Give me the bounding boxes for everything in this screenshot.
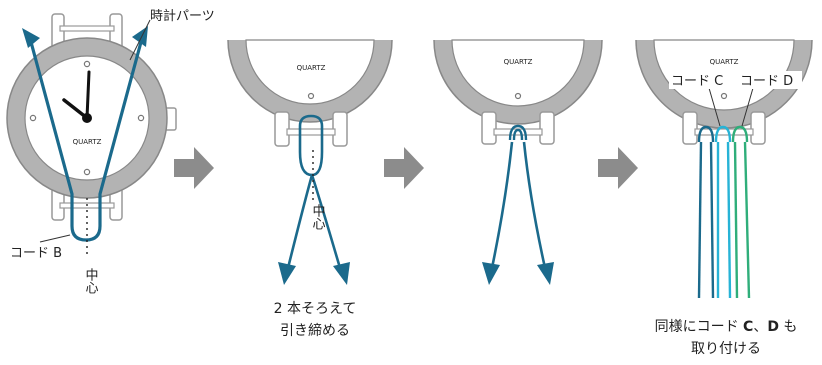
panel-3-dial [451,39,585,107]
cord-b-arrow-left [22,28,40,48]
marker-9 [29,114,37,122]
center-label-2: 中心 [310,204,326,230]
step-4-caption-text-b: も [778,319,798,335]
panel-2-cord-right [310,151,342,269]
panel-3-arrow-left [482,262,500,285]
panel-2-arrow-left [278,262,296,285]
step-arrow-2 [384,147,424,189]
cord-c-label: コード C [671,74,723,89]
panel-2-dial [245,39,375,105]
panel-4-quartz-text: QUARTZ [710,58,739,66]
panel-2-cord-left [286,151,314,269]
marker-3 [137,114,145,122]
step-2-caption-line-1: 2 本そろえて [273,301,357,317]
panel-4-cord-c-2 [726,141,732,299]
cord-d-label-bg [738,71,802,89]
panel-3-lug-right [539,111,555,145]
panel-4-knot-d [731,125,749,143]
step-arrow-3 [598,147,638,189]
panel-1-watch: QUARTZ 時計パーツ コード B 中心 [6,8,215,294]
step-4-caption-d: D [767,319,779,335]
panel-3-arrow-right [537,262,554,285]
panel-3-watch: QUARTZ [433,39,603,285]
panel-4-knot-c [714,125,732,143]
panel-2-cord-loop [298,114,324,152]
hand-pivot [82,113,92,123]
panel-3-cord-right [522,141,547,269]
panel-4-marker [720,92,728,100]
watch-parts-label: 時計パーツ [150,8,215,24]
panel-4-knot-b [697,125,715,143]
panel-2-spring-bar [286,128,336,136]
cord-c-leader [708,87,721,127]
step-4-caption-sep: 、 [753,319,768,335]
step-4-caption: 同様にコード C、D も 取り付ける [630,316,822,360]
panel-4-watch: QUARTZ コード C コード D [635,39,813,299]
panel-2-watch: QUARTZ 中心 [227,39,393,285]
cord-d-leader [741,87,754,127]
panel-4-spring-bar [694,128,754,136]
step-4-caption-text-a: 同様にコード [654,319,744,335]
panel-2-quartz-text: QUARTZ [297,64,326,72]
step-4-caption-c: C [743,319,754,335]
panel-4-cord-b-1 [697,141,703,299]
panel-2-marker [307,92,315,100]
cord-c-label-bg [669,71,733,89]
panel-3-quartz-text: QUARTZ [504,58,533,66]
dial-quartz-text: QUARTZ [73,138,102,146]
cord-b [29,41,143,242]
center-label-1: 中心 [83,268,99,294]
marker-12 [83,60,91,68]
step-4-caption-line-1: 同様にコード C、D も [630,316,822,338]
step-4-caption-line-2: 取り付ける [691,341,761,357]
step-2-caption-line-2: 引き締める [280,323,350,339]
panel-3-marker [514,92,522,100]
panel-4-cord-b-2 [709,141,715,299]
step-arrow-1 [174,147,214,189]
minute-hand [85,70,91,120]
panel-3-lug-left [481,111,497,145]
marker-6 [83,168,91,176]
panel-4-lug-right [750,111,766,145]
panel-3-cord-left [490,141,514,269]
step-2-caption: 2 本そろえて 引き締める [250,298,380,342]
panel-4-lug-left [682,111,698,145]
cord-b-label: コード B [10,246,62,261]
panel-2-arrow-right [333,262,350,285]
cord-d-label: コード D [740,74,793,89]
panel-4-cord-d-2 [743,141,751,299]
panel-4-cord-d-1 [733,141,739,299]
panel-3-knot [508,124,528,141]
watch-parts-leader [129,19,151,61]
top-spring-bar [59,25,115,32]
cord-b-leader [39,234,71,243]
